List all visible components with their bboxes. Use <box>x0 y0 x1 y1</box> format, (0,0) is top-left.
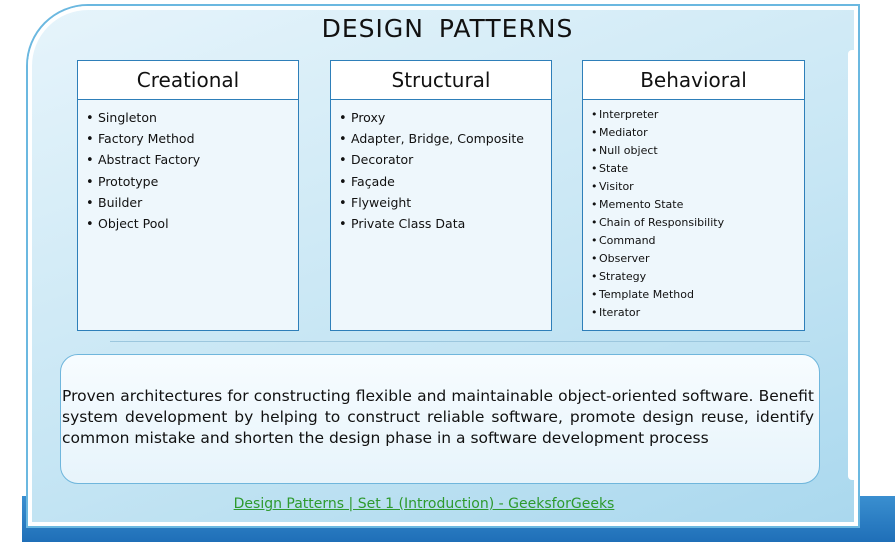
description-box <box>60 354 820 484</box>
creational-heading: Creational <box>77 60 299 100</box>
list-item: Visitor <box>591 178 796 196</box>
description-text: Proven architectures for constructing fl… <box>62 387 814 447</box>
behavioral-list-box: Interpreter Mediator Null object State V… <box>582 100 805 331</box>
source-link[interactable]: Design Patterns | Set 1 (Introduction) -… <box>233 496 615 512</box>
list-item: Prototype <box>86 172 290 193</box>
list-item: Strategy <box>591 268 796 286</box>
list-item: Private Class Data <box>339 214 543 235</box>
behavioral-heading: Behavioral <box>582 60 805 100</box>
list-item: Mediator <box>591 124 796 142</box>
divider-line <box>110 341 810 342</box>
structural-column: Structural Proxy Adapter, Bridge, Compos… <box>330 60 552 331</box>
list-item: Adapter, Bridge, Composite <box>339 129 543 150</box>
list-item: Decorator <box>339 150 543 171</box>
list-item: Null object <box>591 142 796 160</box>
list-item: Iterator <box>591 304 796 322</box>
creational-list-box: Singleton Factory Method Abstract Factor… <box>77 100 299 331</box>
list-item: Proxy <box>339 108 543 129</box>
slide-title: DESIGN PATTERNS <box>321 14 574 43</box>
list-item: Object Pool <box>86 214 290 235</box>
structural-list: Proxy Adapter, Bridge, Composite Decorat… <box>339 108 543 235</box>
list-item: Template Method <box>591 286 796 304</box>
list-item: Command <box>591 232 796 250</box>
structural-heading: Structural <box>330 60 552 100</box>
list-item: Memento State <box>591 196 796 214</box>
behavioral-column: Behavioral Interpreter Mediator Null obj… <box>582 60 805 331</box>
list-item: Interpreter <box>591 106 796 124</box>
behavioral-list: Interpreter Mediator Null object State V… <box>591 106 796 322</box>
list-item: Chain of Responsibility <box>591 214 796 232</box>
list-item: State <box>591 160 796 178</box>
list-item: Singleton <box>86 108 290 129</box>
list-item: Abstract Factory <box>86 150 290 171</box>
structural-list-box: Proxy Adapter, Bridge, Composite Decorat… <box>330 100 552 331</box>
list-item: Factory Method <box>86 129 290 150</box>
list-item: Builder <box>86 193 290 214</box>
creational-list: Singleton Factory Method Abstract Factor… <box>86 108 290 235</box>
creational-column: Creational Singleton Factory Method Abst… <box>77 60 299 331</box>
list-item: Observer <box>591 250 796 268</box>
list-item: Façade <box>339 172 543 193</box>
list-item: Flyweight <box>339 193 543 214</box>
